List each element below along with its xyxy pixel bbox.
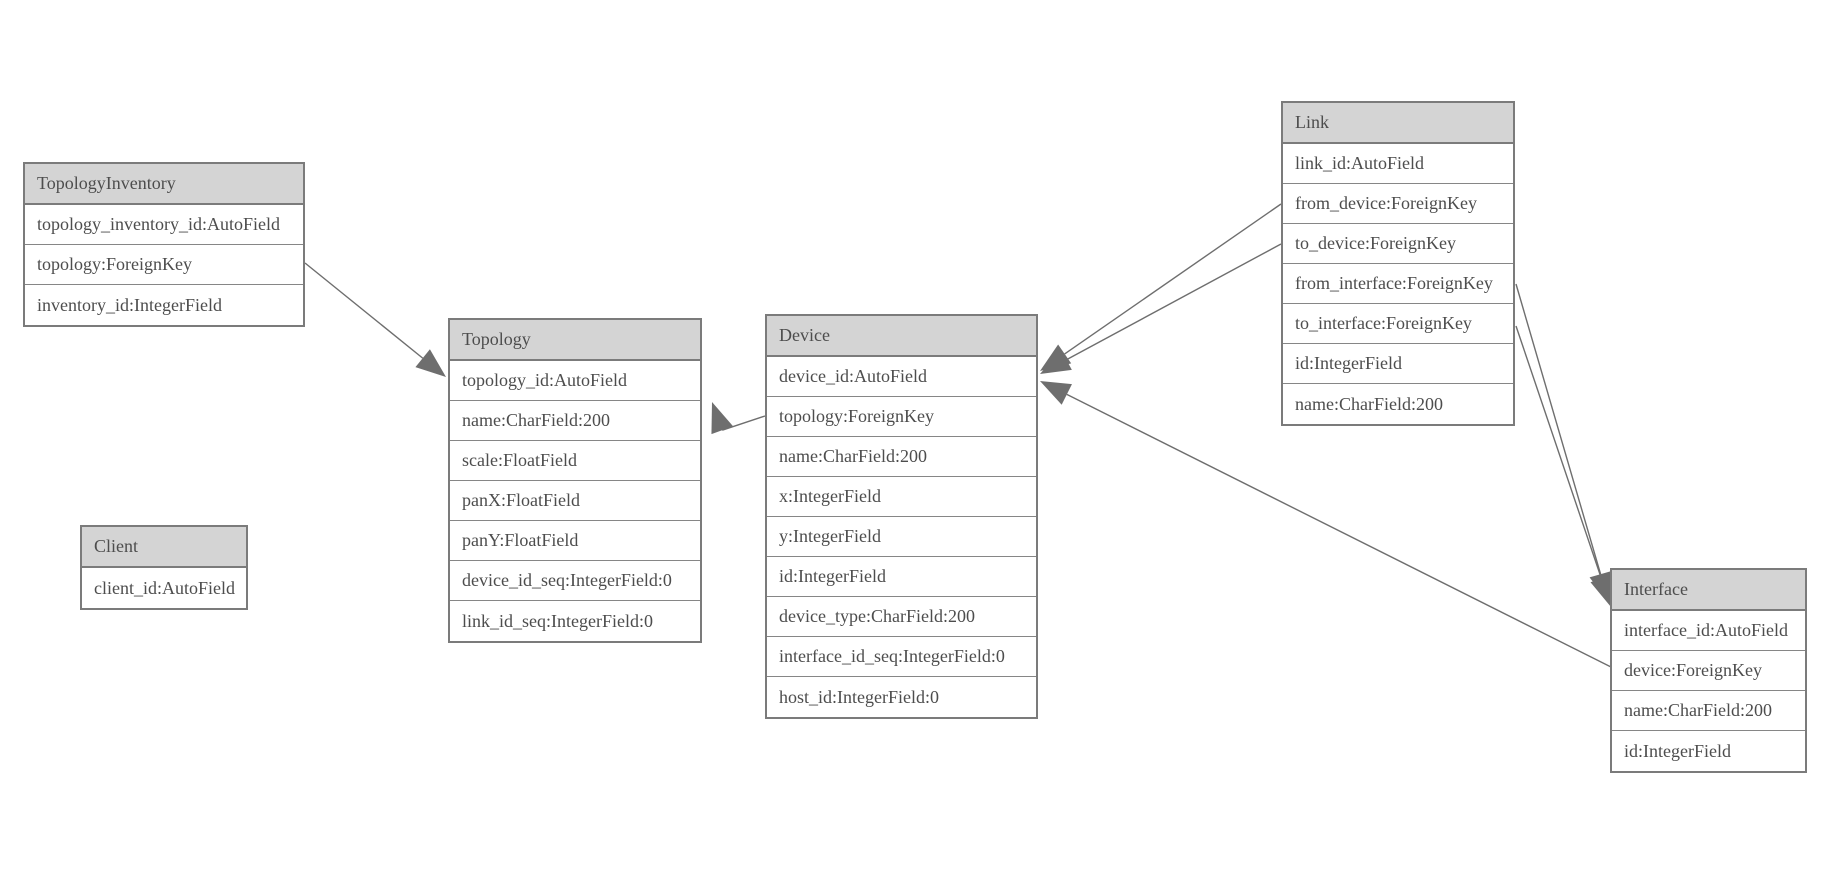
entity-field-label: panX:FloatField xyxy=(462,490,580,510)
relation-line-Interface.device xyxy=(1066,393,1612,668)
entity-title: Device xyxy=(779,325,830,345)
entity-title: Link xyxy=(1295,112,1329,132)
entity-field-row: client_id:AutoField xyxy=(82,568,246,608)
entity-field-row: device_id:AutoField xyxy=(767,357,1036,397)
entity-field-row: id:IntegerField xyxy=(1612,731,1805,771)
entity-field-row: interface_id:AutoField xyxy=(1612,611,1805,651)
entity-field-label: interface_id:AutoField xyxy=(1624,620,1788,640)
entity-field-row: name:CharField:200 xyxy=(1283,384,1513,424)
entity-header-interface: Interface xyxy=(1612,570,1805,611)
entity-client: Client client_id:AutoField xyxy=(80,525,248,610)
entity-field-row: topology_inventory_id:AutoField xyxy=(25,205,303,245)
entity-title: Interface xyxy=(1624,579,1688,599)
entity-header-topologyinventory: TopologyInventory xyxy=(25,164,303,205)
relation-line-Device.topology xyxy=(722,415,766,431)
entity-title: Client xyxy=(94,536,138,556)
entity-field-label: y:IntegerField xyxy=(779,526,881,546)
entity-header-device: Device xyxy=(767,316,1036,357)
entity-field-row: x:IntegerField xyxy=(767,477,1036,517)
entity-link: Link link_id:AutoField from_device:Foreign… xyxy=(1281,101,1515,426)
entity-field-label: name:CharField:200 xyxy=(1624,700,1772,720)
entity-field-label: panY:FloatField xyxy=(462,530,579,550)
entity-field-label: device_id:AutoField xyxy=(779,366,927,386)
entity-field-row: scale:FloatField xyxy=(450,441,700,481)
entity-field-row: id:IntegerField xyxy=(767,557,1036,597)
entity-field-row: to_device:ForeignKey xyxy=(1283,224,1513,264)
entity-field-label: name:CharField:200 xyxy=(462,410,610,430)
relation-line-Link.from_device xyxy=(1064,203,1282,355)
entity-field-label: device_type:CharField:200 xyxy=(779,606,975,626)
entity-interface: Interface interface_id:AutoField device:Fo… xyxy=(1610,568,1807,773)
entity-header-client: Client xyxy=(82,527,246,568)
relation-arrowhead-Topology.topology_id xyxy=(415,349,446,377)
entity-field-label: topology_inventory_id:AutoField xyxy=(37,214,280,234)
entity-title: TopologyInventory xyxy=(37,173,176,193)
entity-field-row: name:CharField:200 xyxy=(767,437,1036,477)
entity-field-label: x:IntegerField xyxy=(779,486,881,506)
entity-field-label: client_id:AutoField xyxy=(94,577,235,598)
relation-line-TopologyInventory.topology xyxy=(304,262,424,359)
entity-header-link: Link xyxy=(1283,103,1513,144)
entity-field-label: id:IntegerField xyxy=(1295,353,1402,373)
entity-field-label: id:IntegerField xyxy=(779,566,886,586)
relation-arrowhead-Device.device_id xyxy=(1040,349,1072,374)
entity-field-label: scale:FloatField xyxy=(462,450,577,470)
entity-header-topology: Topology xyxy=(450,320,700,361)
entity-field-row: link_id:AutoField xyxy=(1283,144,1513,184)
entity-field-row: from_interface:ForeignKey xyxy=(1283,264,1513,304)
entity-field-row: link_id_seq:IntegerField:0 xyxy=(450,601,700,641)
relation-arrowhead-Device.device_id xyxy=(1040,381,1072,405)
relation-arrowhead-Topology.topology_id xyxy=(711,402,734,435)
entity-field-label: from_device:ForeignKey xyxy=(1295,193,1477,213)
entity-field-row: interface_id_seq:IntegerField:0 xyxy=(767,637,1036,677)
entity-field-label: to_interface:ForeignKey xyxy=(1295,313,1472,333)
entity-field-row: name:CharField:200 xyxy=(450,401,700,441)
entity-field-label: device:ForeignKey xyxy=(1624,660,1762,680)
entity-field-row: name:CharField:200 xyxy=(1612,691,1805,731)
entity-field-row: host_id:IntegerField:0 xyxy=(767,677,1036,717)
relation-line-Link.to_interface xyxy=(1515,325,1603,579)
entity-field-row: panY:FloatField xyxy=(450,521,700,561)
entity-field-row: panX:FloatField xyxy=(450,481,700,521)
entity-field-row: device_id_seq:IntegerField:0 xyxy=(450,561,700,601)
entity-field-label: host_id:IntegerField:0 xyxy=(779,686,939,707)
entity-field-label: link_id:AutoField xyxy=(1295,153,1425,173)
entity-field-row: id:IntegerField xyxy=(1283,344,1513,384)
entity-topologyinventory: TopologyInventory topology_inventory_id:A… xyxy=(23,162,305,327)
relation-arrowhead-Interface.interface_id xyxy=(1590,574,1613,607)
entity-field-label: id:IntegerField xyxy=(1624,740,1731,761)
entity-field-row: topology:ForeignKey xyxy=(25,245,303,285)
entity-field-label: link_id_seq:IntegerField:0 xyxy=(462,610,653,631)
relation-line-Link.to_device xyxy=(1066,243,1282,361)
entity-field-label: name:CharField:200 xyxy=(1295,393,1443,414)
entity-field-label: name:CharField:200 xyxy=(779,446,927,466)
entity-field-row: device_type:CharField:200 xyxy=(767,597,1036,637)
entity-title: Topology xyxy=(462,329,531,349)
entity-field-row: to_interface:ForeignKey xyxy=(1283,304,1513,344)
entity-field-row: device:ForeignKey xyxy=(1612,651,1805,691)
relation-line-Link.from_interface xyxy=(1515,283,1602,575)
entity-field-label: interface_id_seq:IntegerField:0 xyxy=(779,646,1005,666)
entity-field-row: inventory_id:IntegerField xyxy=(25,285,303,325)
entity-field-label: topology:ForeignKey xyxy=(779,406,934,426)
entity-field-row: from_device:ForeignKey xyxy=(1283,184,1513,224)
entity-device: Device device_id:AutoField topology:Foreig… xyxy=(765,314,1038,719)
entity-field-label: topology:ForeignKey xyxy=(37,254,192,274)
entity-field-row: topology_id:AutoField xyxy=(450,361,700,401)
entity-field-row: y:IntegerField xyxy=(767,517,1036,557)
entity-field-label: from_interface:ForeignKey xyxy=(1295,273,1493,293)
entity-field-label: topology_id:AutoField xyxy=(462,370,628,390)
entity-field-row: topology:ForeignKey xyxy=(767,397,1036,437)
entity-field-label: inventory_id:IntegerField xyxy=(37,294,222,315)
entity-topology: Topology topology_id:AutoField name:CharFi… xyxy=(448,318,702,643)
entity-field-label: to_device:ForeignKey xyxy=(1295,233,1456,253)
entity-field-label: device_id_seq:IntegerField:0 xyxy=(462,570,672,590)
